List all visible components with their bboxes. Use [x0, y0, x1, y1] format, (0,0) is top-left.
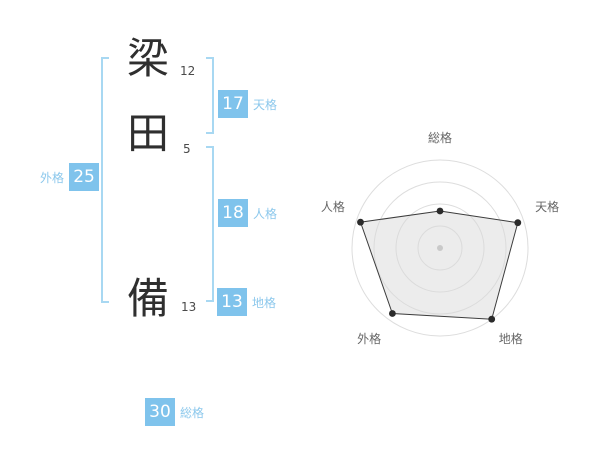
gaikaku-value-badge: 25	[69, 163, 100, 191]
gaikaku-bracket	[101, 57, 109, 303]
jinkaku-bracket	[206, 146, 214, 302]
radar-point-1	[514, 219, 522, 227]
tenkaku-group: 17 天格	[218, 90, 277, 118]
name-char-surname-2: 田	[127, 109, 170, 158]
radar-axis-label-4: 人格	[321, 199, 345, 214]
soukaku-group: 30 総格	[145, 398, 204, 426]
chikaku-label: 地格	[252, 295, 277, 310]
gaikaku-label: 外格	[40, 170, 65, 185]
tenkaku-label: 天格	[253, 97, 278, 112]
stroke-count-surname-2: 5	[183, 142, 191, 156]
jinkaku-value-badge: 18	[218, 199, 248, 227]
radar-axis-label-2: 地格	[499, 331, 523, 346]
stroke-count-surname-1: 12	[180, 64, 196, 78]
radar-point-4	[357, 218, 364, 226]
chikaku-group: 13 地格	[217, 288, 276, 316]
stroke-count-given-1: 13	[181, 300, 197, 314]
chikaku-value-badge: 13	[217, 288, 247, 316]
jinkaku-group: 18 人格	[218, 199, 277, 227]
radar-point-0	[436, 207, 444, 215]
radar-point-2	[488, 315, 496, 323]
tenkaku-value-badge: 17	[218, 90, 248, 118]
gaikaku-group: 外格 25	[40, 163, 100, 191]
tenkaku-bracket	[206, 57, 214, 134]
name-char-given-1: 備	[127, 274, 170, 323]
radar-axis-label-1: 天格	[535, 199, 559, 214]
soukaku-value-badge: 30	[145, 398, 175, 426]
jinkaku-label: 人格	[253, 206, 278, 221]
radar-axis-label-0: 総格	[428, 130, 452, 145]
radar-point-3	[389, 310, 396, 317]
soukaku-label: 総格	[180, 405, 205, 420]
name-char-surname-1: 梁	[127, 34, 170, 83]
radar-axis-label-3: 外格	[357, 331, 381, 346]
